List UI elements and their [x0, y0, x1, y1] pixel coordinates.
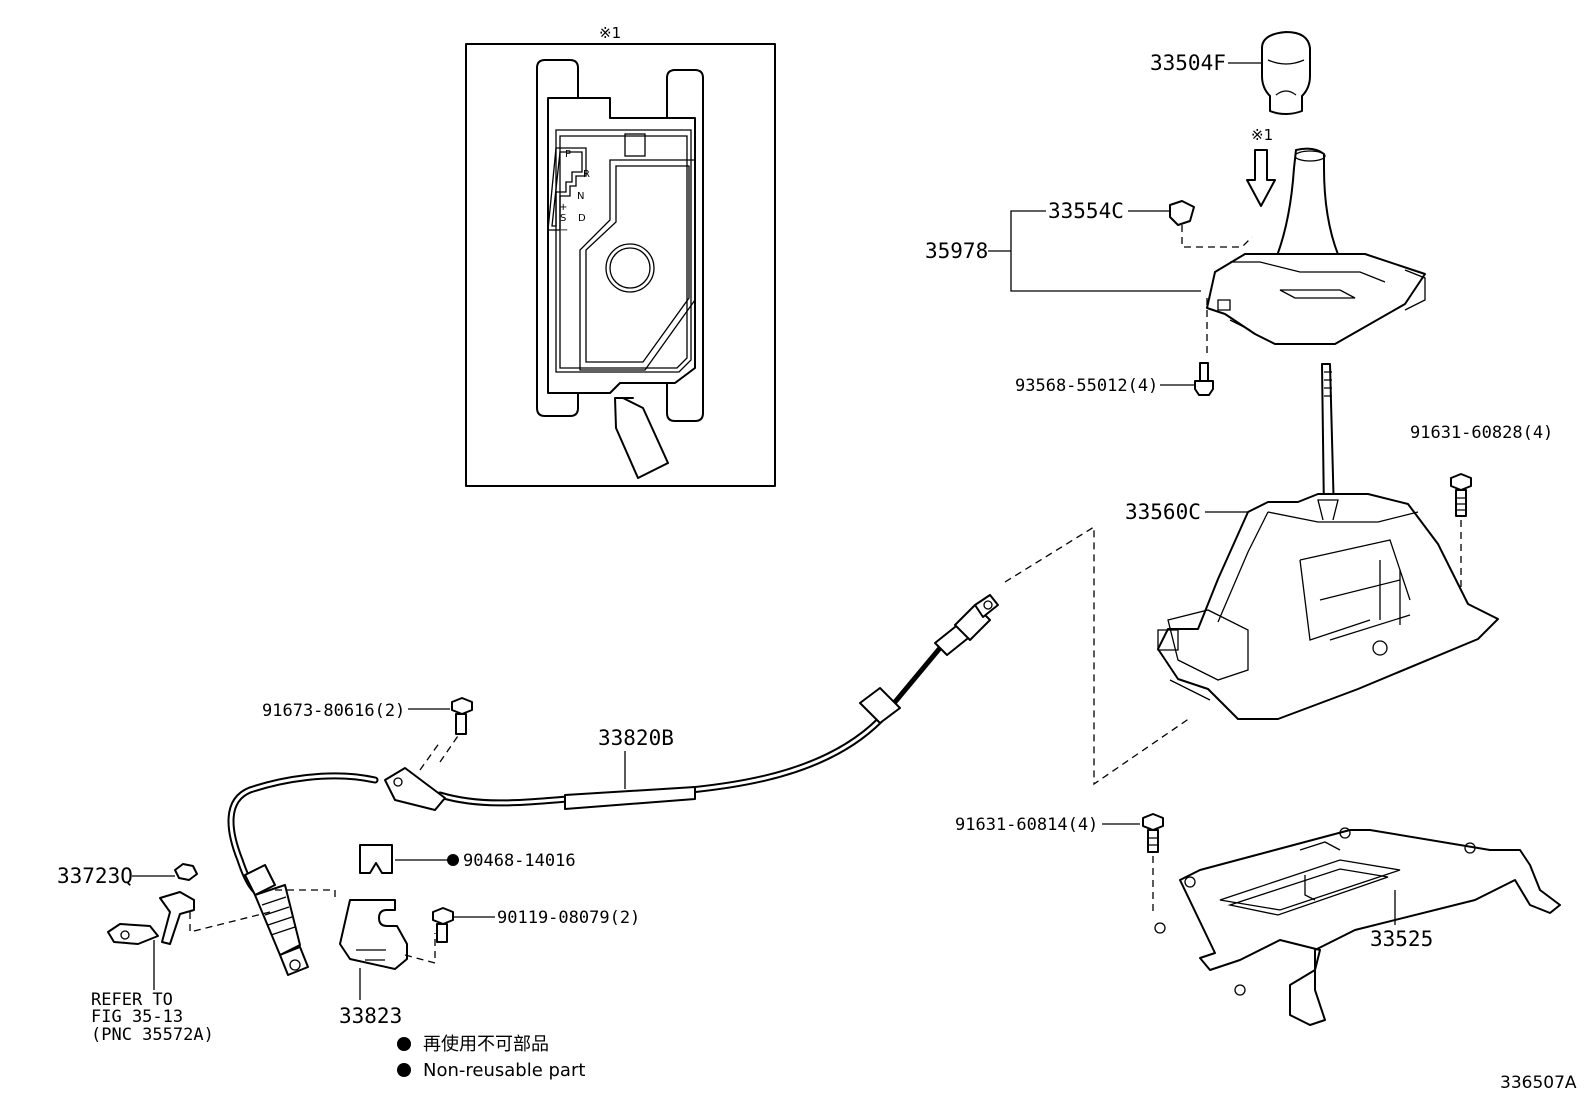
- gate-letter: S: [560, 213, 566, 224]
- bolt-91631-60814: 91631-60814(4): [955, 813, 1164, 911]
- inset-detail: ※1 P R N + S D −: [465, 24, 776, 487]
- label-bracket: 33525: [1370, 927, 1433, 951]
- retainer-33823: 33823 90119-08079(2): [339, 899, 640, 1028]
- nut-33723: 33723Q: [57, 863, 336, 990]
- clip-90468: 90468-14016: [359, 844, 576, 874]
- label-clip-b: 90468-14016: [463, 851, 576, 871]
- label-nut: 33723Q: [57, 864, 133, 888]
- bolt-91631-60828: 91631-60828(4): [1410, 423, 1553, 615]
- refer-line-1: REFER TO: [91, 990, 173, 1010]
- legend: 再使用不可部品 Non-reusable part: [397, 1034, 585, 1081]
- label-screw-a: 93568-55012(4): [1015, 376, 1158, 396]
- gate-letter: D: [578, 213, 586, 224]
- bolt-91673: 91673-80616(2): [262, 697, 473, 735]
- gate-letter: P: [565, 149, 571, 160]
- label-bolt-b: 91673-80616(2): [262, 701, 405, 721]
- label-clip: 33554C: [1048, 199, 1124, 223]
- shift-lever-housing: 33560C: [1125, 493, 1499, 720]
- shift-bracket-assembly: 33554C 35978: [925, 147, 1426, 356]
- gate-letter: R: [583, 169, 590, 180]
- refer-line-3: (PNC 35572A): [91, 1025, 214, 1045]
- inset-frame: [465, 43, 776, 487]
- label-screw-b: 90119-08079(2): [497, 908, 640, 928]
- figure-code: 336507A: [1500, 1073, 1577, 1093]
- shift-knob: 33504F: [1150, 31, 1311, 115]
- mounting-bracket: 33525: [1154, 827, 1561, 1026]
- gate-letter: −: [560, 225, 568, 236]
- label-knob: 33504F: [1150, 51, 1226, 75]
- label-cable: 33820B: [598, 726, 674, 750]
- legend-japanese: 再使用不可部品: [423, 1034, 549, 1055]
- non-reusable-dot: [447, 854, 459, 866]
- label-bolt-a: 91631-60828(4): [1410, 423, 1553, 443]
- refer-line-2: FIG 35-13: [91, 1007, 183, 1027]
- shift-cable: 33820B: [227, 594, 999, 976]
- label-bracket-group: 35978: [925, 239, 988, 263]
- inset-marker: ※1: [599, 24, 621, 42]
- shift-lever-rod: [1321, 363, 1335, 515]
- refer-note: REFER TO FIG 35-13 (PNC 35572A): [91, 990, 214, 1045]
- label-shift-base: 33560C: [1125, 500, 1201, 524]
- label-bolt-c: 91631-60814(4): [955, 815, 1098, 835]
- legend-english: Non-reusable part: [423, 1060, 585, 1081]
- link-dashed-cable-housing: [1004, 525, 1191, 786]
- gate-letter: +: [559, 202, 567, 213]
- label-retainer: 33823: [339, 1004, 402, 1028]
- view-arrow: ※1: [1246, 126, 1276, 207]
- legend-dot-en: [397, 1063, 411, 1077]
- screw-93568: 93568-55012(4): [1015, 362, 1214, 396]
- gate-letter: N: [577, 191, 584, 202]
- arrow-marker: ※1: [1251, 126, 1273, 144]
- legend-dot-jp: [397, 1037, 411, 1051]
